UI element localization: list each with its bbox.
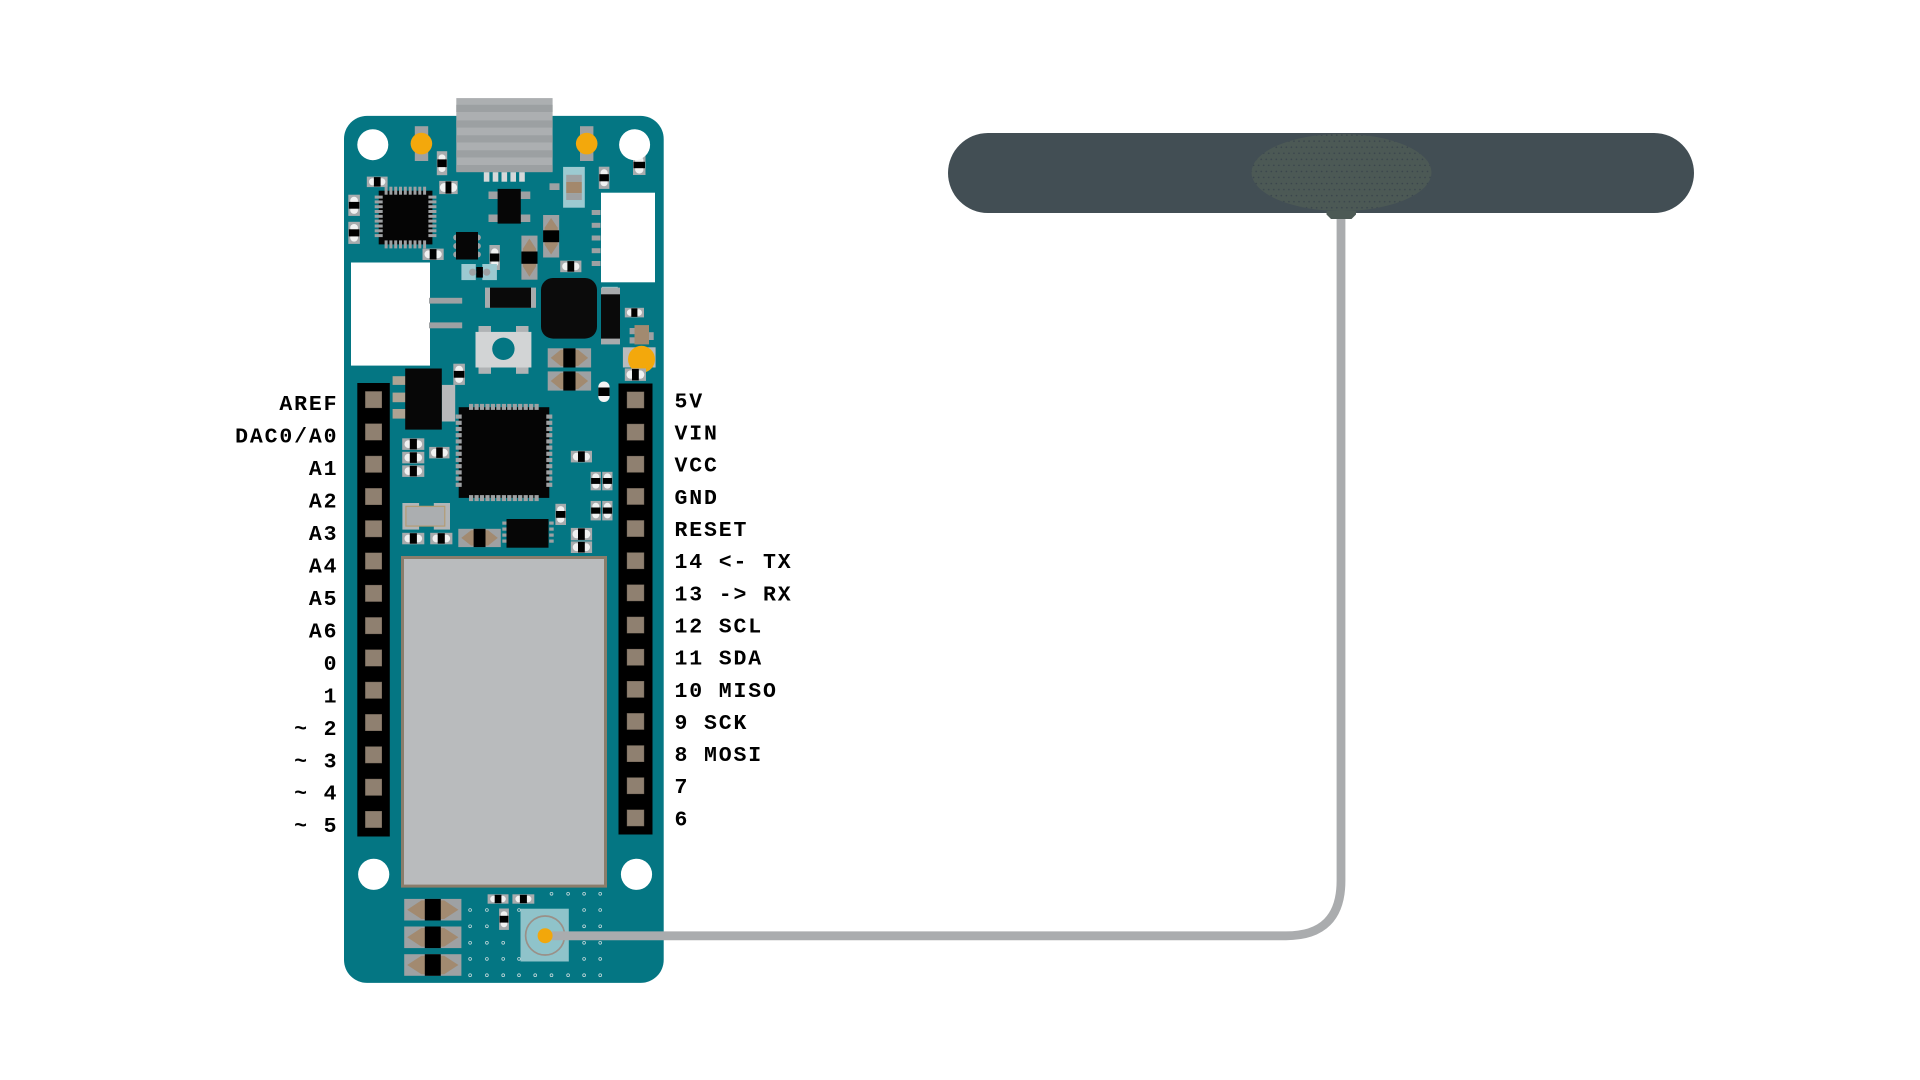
- svg-text:~ 4: ~ 4: [294, 783, 338, 807]
- svg-text:~ 5: ~ 5: [294, 815, 338, 839]
- svg-text:12 SCL: 12 SCL: [675, 615, 764, 639]
- svg-text:AREF: AREF: [279, 393, 338, 417]
- svg-text:A6: A6: [309, 620, 339, 644]
- svg-text:A1: A1: [309, 458, 339, 482]
- svg-text:VCC: VCC: [675, 455, 719, 479]
- svg-text:VIN: VIN: [675, 423, 719, 447]
- svg-text:A4: A4: [309, 556, 339, 580]
- svg-text:13 -> RX: 13 -> RX: [675, 583, 793, 607]
- svg-text:~ 3: ~ 3: [294, 750, 338, 774]
- svg-text:10 MISO: 10 MISO: [675, 680, 778, 704]
- svg-text:RESET: RESET: [675, 519, 749, 543]
- svg-text:A2: A2: [309, 491, 339, 515]
- svg-text:7: 7: [675, 776, 690, 800]
- svg-text:8 MOSI: 8 MOSI: [675, 744, 764, 768]
- svg-text:DAC0/A0: DAC0/A0: [235, 426, 338, 450]
- svg-text:14 <- TX: 14 <- TX: [675, 551, 793, 575]
- svg-text:9 SCK: 9 SCK: [675, 712, 749, 736]
- svg-text:GND: GND: [675, 487, 719, 511]
- svg-text:11 SDA: 11 SDA: [675, 648, 764, 672]
- svg-text:A3: A3: [309, 523, 339, 547]
- svg-text:A5: A5: [309, 588, 339, 612]
- svg-text:5V: 5V: [675, 390, 705, 414]
- svg-text:6: 6: [675, 808, 690, 832]
- svg-text:0: 0: [324, 653, 339, 677]
- svg-text:~ 2: ~ 2: [294, 718, 338, 742]
- svg-text:1: 1: [324, 685, 339, 709]
